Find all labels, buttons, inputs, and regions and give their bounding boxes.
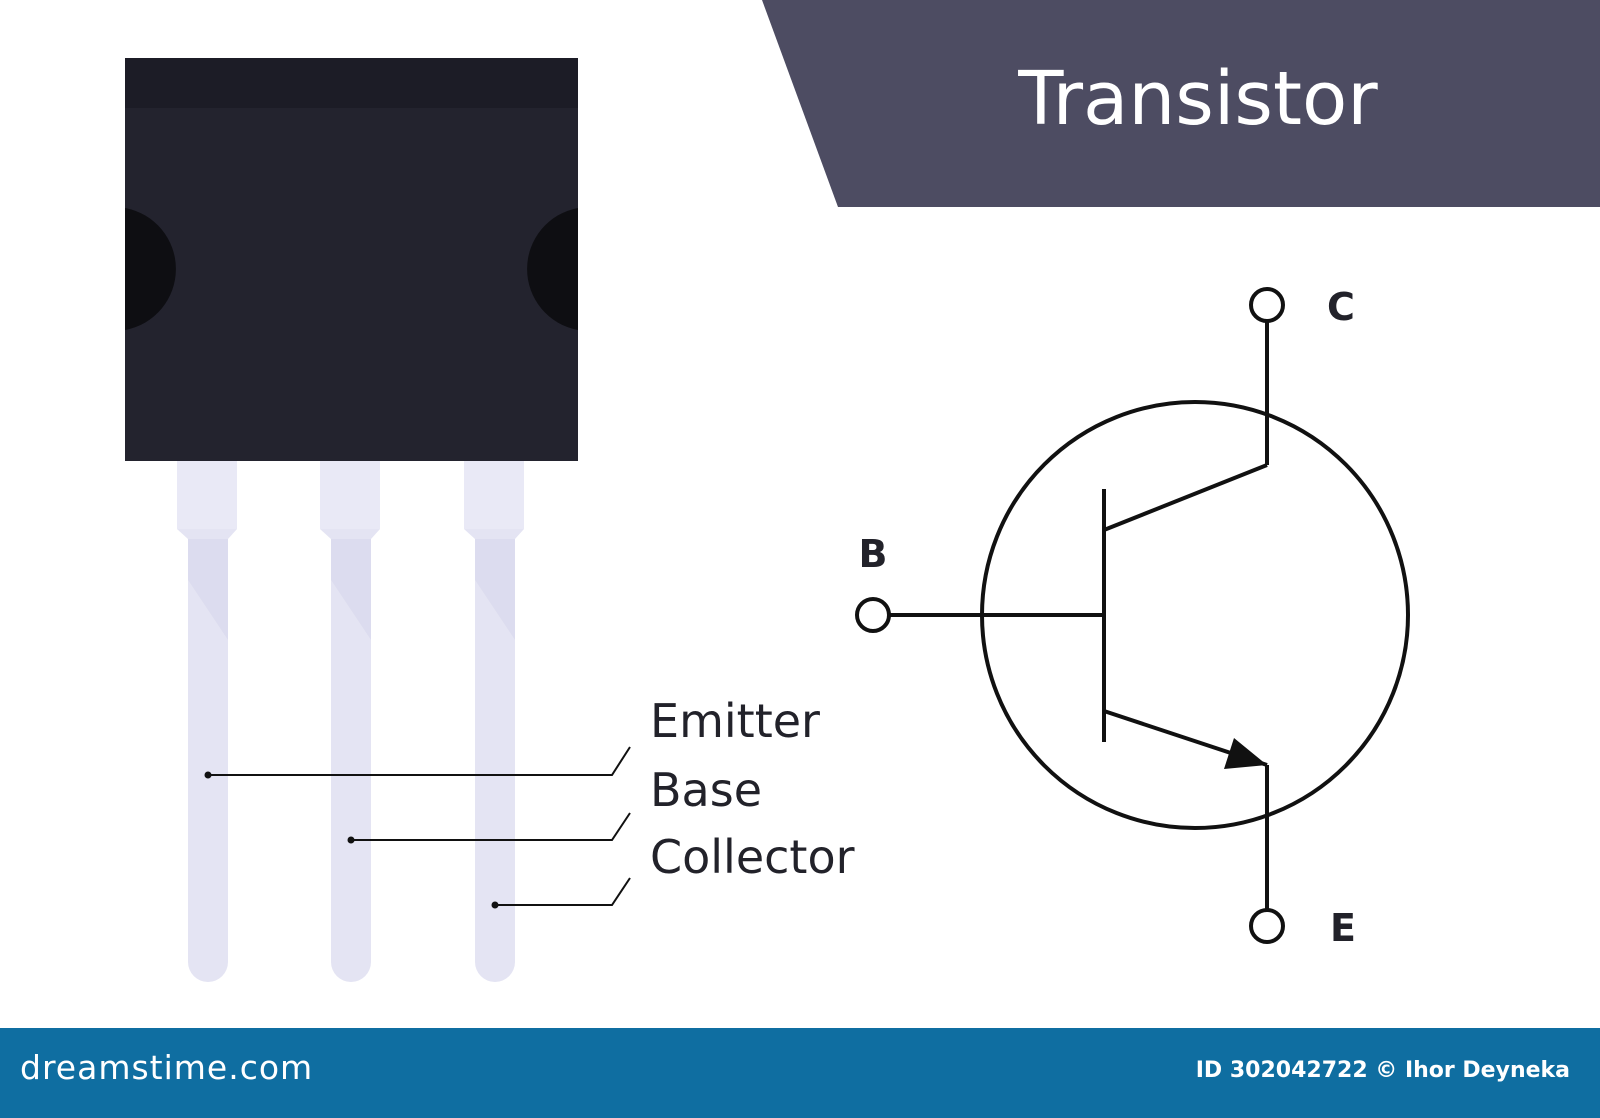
lead-collector — [464, 461, 524, 982]
leader-base — [347, 812, 631, 844]
lead-emitter — [177, 461, 237, 982]
label-collector: Collector — [650, 830, 855, 884]
transistor-package — [125, 58, 578, 461]
terminal-collector — [1249, 287, 1285, 323]
package-body — [125, 58, 578, 461]
mounting-hole-right — [527, 208, 578, 330]
mounting-hole-left — [125, 208, 176, 330]
package-top-strip — [125, 58, 578, 108]
lead-base — [320, 461, 380, 982]
emitter-arrow-icon — [1224, 738, 1267, 769]
footer-logo: dreamstime.com — [20, 1048, 314, 1087]
npn-transistor-symbol — [855, 287, 1410, 944]
title: Transistor — [1017, 56, 1378, 142]
terminal-base — [855, 597, 891, 633]
terminal-label-b: B — [859, 532, 888, 576]
footer-credit: ID 302042722 © Ihor Deyneka — [1195, 1058, 1570, 1083]
collector-diagonal — [1103, 463, 1268, 532]
leader-emitter — [204, 746, 631, 779]
leader-collector — [491, 877, 631, 909]
footer-bar: dreamstime.com ID 302042722 © Ihor Deyne… — [0, 1028, 1600, 1118]
terminal-label-c: C — [1327, 285, 1355, 329]
terminal-emitter — [1249, 908, 1285, 944]
terminal-label-e: E — [1330, 906, 1356, 950]
label-emitter: Emitter — [650, 694, 820, 748]
title-banner — [762, 0, 1600, 207]
label-base: Base — [650, 763, 762, 817]
